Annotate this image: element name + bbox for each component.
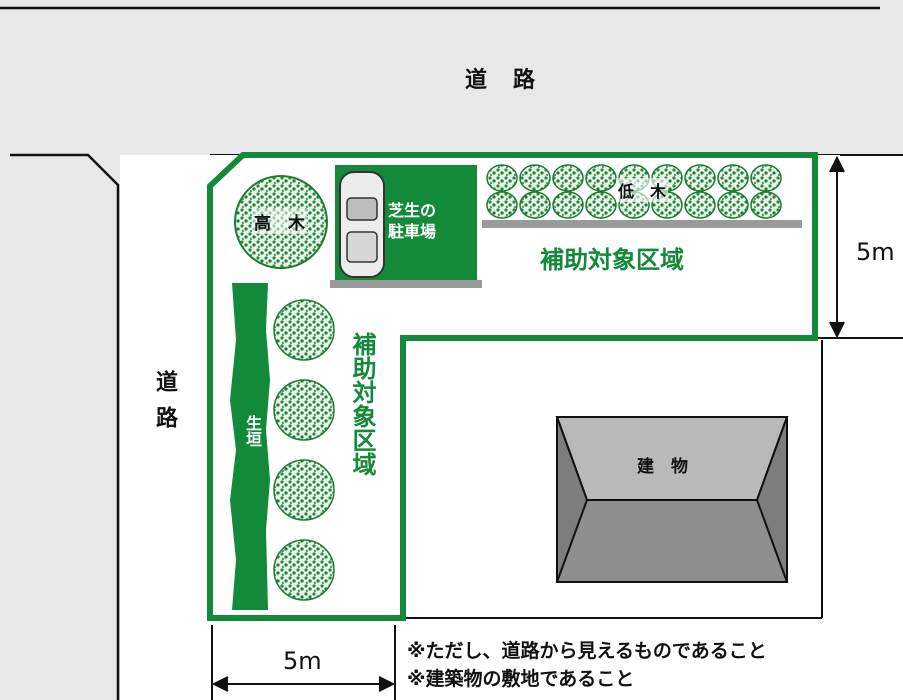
low-tree-icon: [750, 164, 782, 192]
road-label-top: 道 路: [465, 68, 538, 93]
bush-icon: [273, 539, 335, 601]
parking-curb: [330, 280, 482, 288]
low-tree-icon: [750, 191, 782, 219]
subsidy-zone-label-vertical: 補助対象区域: [348, 332, 376, 476]
tall-tree-label: 高 木: [252, 209, 307, 234]
bush-icon: [273, 299, 335, 361]
low-tree-icon: [684, 164, 716, 192]
low-tree-icon: [552, 164, 584, 192]
low-tree-icon: [585, 191, 617, 219]
low-tree-icon: [684, 191, 716, 219]
road-edge-inner: [10, 153, 120, 700]
depth-dimension-label: 5m: [856, 238, 895, 266]
bush-column: [273, 299, 335, 601]
subsidy-zone-label-horizontal: 補助対象区域: [540, 246, 684, 274]
subsidy-zone-outline: [207, 152, 818, 621]
hedge-icon: [230, 283, 270, 610]
low-tree-icon: [486, 164, 518, 192]
bush-icon: [273, 379, 335, 441]
bush-icon: [273, 459, 335, 521]
note-visible-from-road: ※ただし、道路から見えるものであること: [407, 640, 767, 662]
dimension-depth: [818, 155, 903, 339]
low-tree-icon: [486, 191, 518, 219]
low-tree-curb: [482, 220, 802, 228]
low-tree-icon: [519, 191, 551, 219]
building-label: 建 物: [637, 457, 688, 477]
low-tree-icon: [519, 164, 551, 192]
low-tree-icon: [585, 164, 617, 192]
width-dimension-label: 5m: [283, 647, 322, 675]
low-tree-icon: [717, 164, 749, 192]
note-building-site: ※建築物の敷地であること: [407, 668, 635, 690]
low-tree-icon: [552, 191, 584, 219]
low-tree-icon: [717, 191, 749, 219]
car-icon: [339, 171, 385, 278]
hedge-label: 生垣: [243, 415, 262, 447]
building-icon: [555, 416, 789, 583]
dimension-width: [211, 625, 396, 700]
parking-label: 芝生の 駐車場: [388, 201, 437, 241]
road-label-left: 道路: [152, 370, 177, 442]
low-tree-label: 低 木: [616, 178, 669, 202]
